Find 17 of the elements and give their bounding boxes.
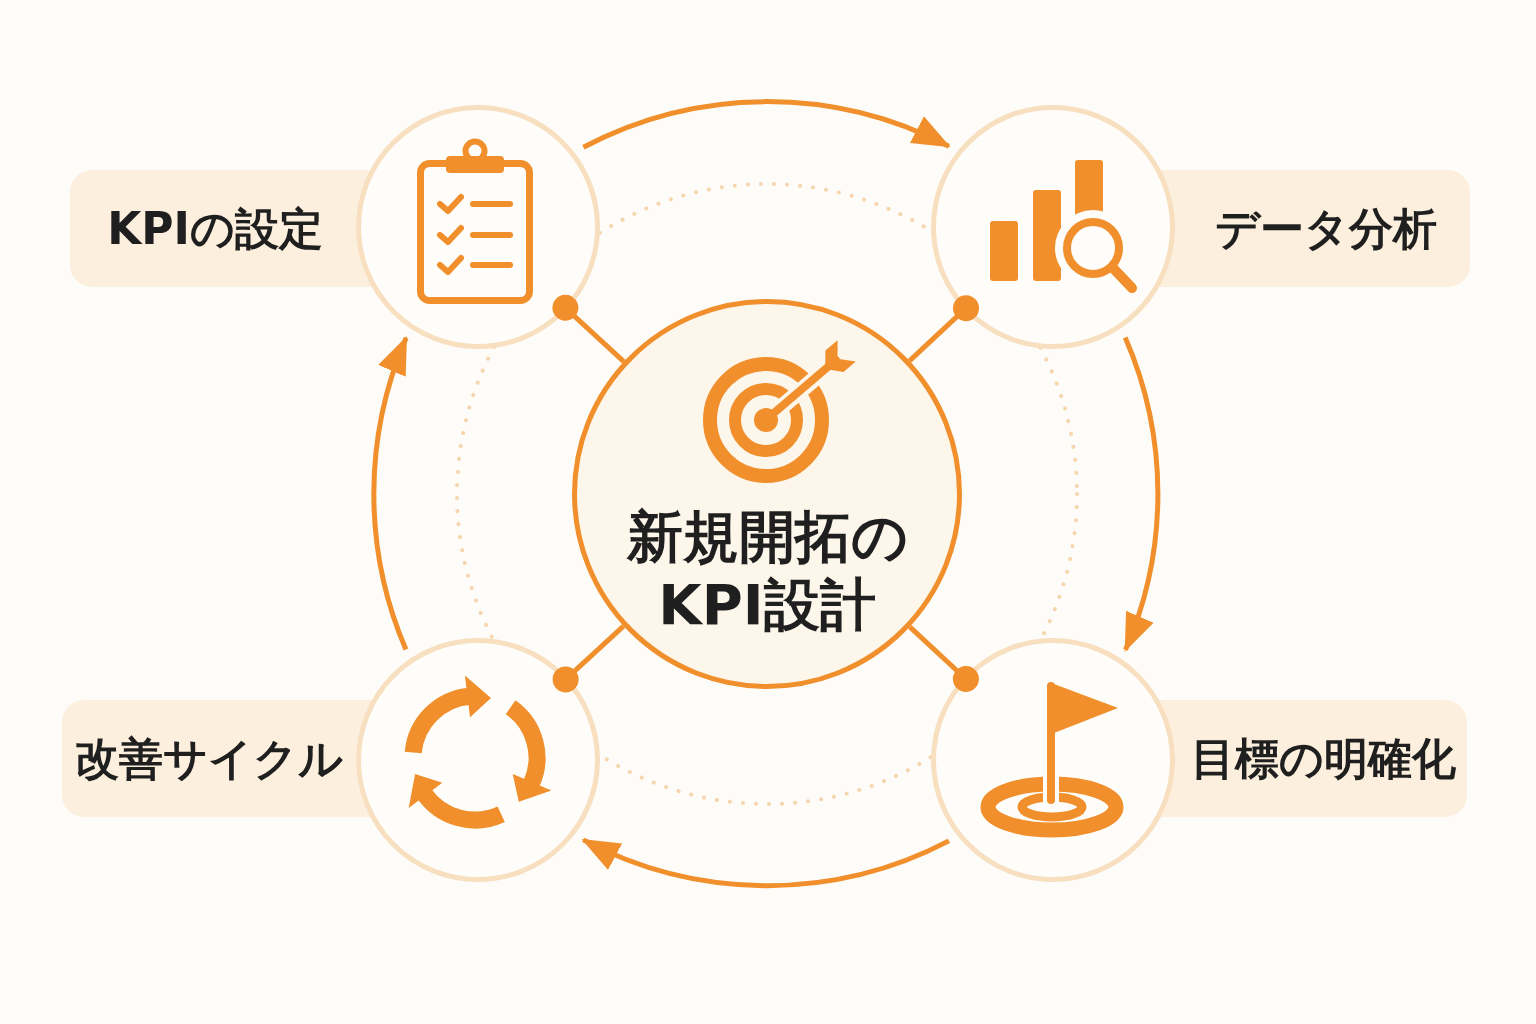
cycle-arrow [1122,336,1160,652]
label-band [1159,170,1470,287]
cycle-arrow [372,335,409,651]
connector-line [908,624,979,692]
connector-line [907,295,979,363]
step-label: KPIの設定 [107,202,323,256]
step-label: データ分析 [1215,202,1437,256]
cycle-arrow [581,837,950,889]
label-band [1159,700,1467,817]
connector-line [552,624,626,693]
label-band [62,700,372,817]
step-label: 目標の明確化 [1191,732,1457,786]
label-band [70,170,372,287]
hub-title: 新規開拓のKPI設計 [625,503,909,639]
step-label: 改善サイクル [75,732,343,786]
connector-line [552,294,626,364]
cycle-arrow [582,99,951,150]
